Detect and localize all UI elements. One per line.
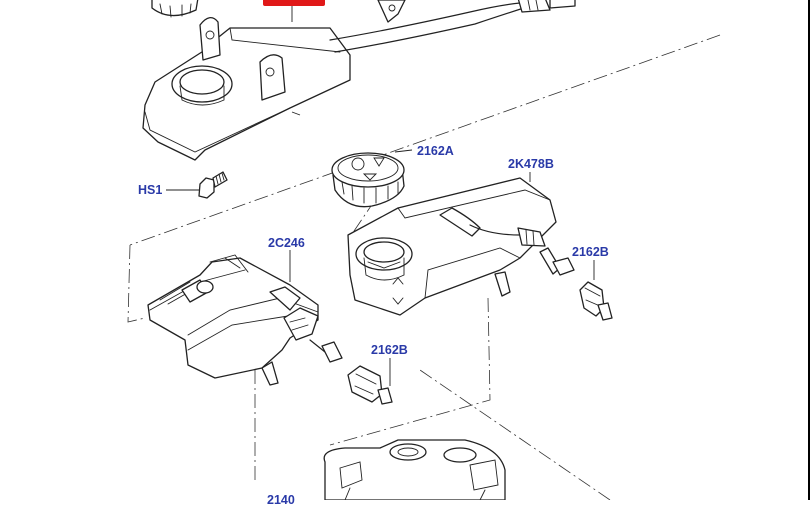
callout-2c246[interactable]: 2C246 [268,236,305,250]
callout-2162b-middle[interactable]: 2162B [371,343,408,357]
reservoir-2c246[interactable] [147,250,319,386]
hs1-bolt[interactable] [166,171,228,199]
callout-2162a[interactable]: 2162A [417,144,454,158]
top-reservoir-cap[interactable] [151,0,199,17]
master-cylinder-2140[interactable] [323,439,506,501]
top-reservoir-assembly[interactable] [142,0,576,161]
frame-border [808,0,810,500]
reservoir-2k478b[interactable] [347,172,557,316]
top-reservoir-body[interactable] [142,27,351,161]
callout-2162b-right[interactable]: 2162B [572,245,609,259]
highlighted-part-marker[interactable] [263,0,325,6]
callout-hs1[interactable]: HS1 [138,183,163,197]
callout-2140-partial[interactable]: 2140 [267,493,295,507]
sensor-2162b-right[interactable] [539,247,613,321]
cap-2162a[interactable] [331,149,413,208]
sensor-2162b-middle[interactable] [309,339,393,405]
callout-2k478b[interactable]: 2K478B [508,157,554,171]
assembly-dashed-lines [127,34,721,501]
